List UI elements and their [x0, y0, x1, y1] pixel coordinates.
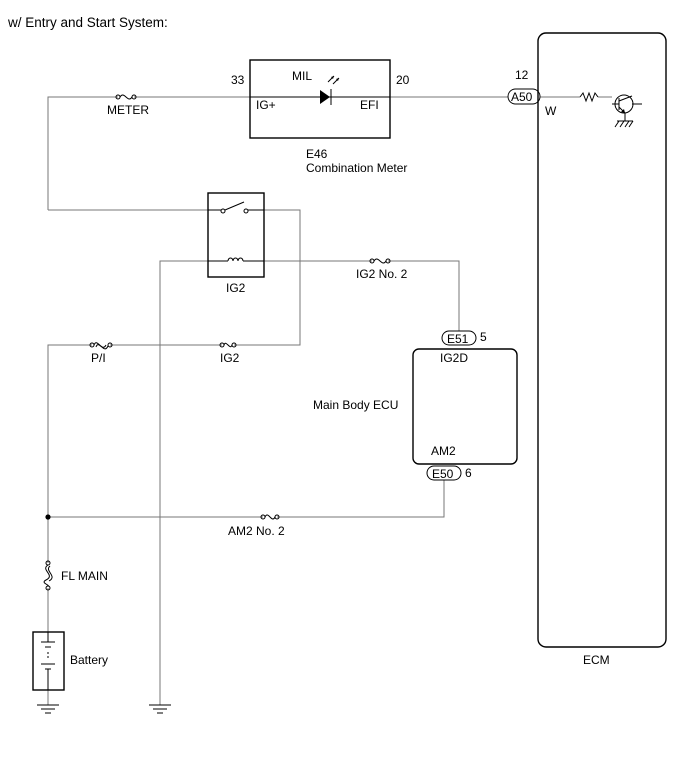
wires [47, 96, 612, 705]
am2-label: AM2 [431, 444, 456, 458]
fusible-link-fl-main: FL MAIN [43, 560, 108, 591]
fuse-ig2-no2-label: IG2 No. 2 [356, 267, 408, 281]
ground-icon-battery [37, 704, 59, 714]
ground-icon-relay [149, 704, 171, 714]
fuse-ig2-label: IG2 [220, 351, 240, 365]
meter-connector: E46 [306, 147, 328, 161]
fuse-ig2: IG2 [219, 342, 240, 365]
resistor-icon [579, 91, 599, 103]
battery: Battery [32, 631, 108, 691]
ecu-connector-e51: E51 [447, 332, 469, 346]
ecu-connector-e50: E50 [432, 467, 454, 481]
main-body-ecu-name: Main Body ECU [313, 398, 398, 412]
ecm-connector-a50: A50 [511, 90, 533, 104]
relay-label: IG2 [226, 281, 246, 295]
ecm: 12 A50 W ECM [507, 32, 667, 667]
ecm-wire-color: W [545, 104, 557, 118]
meter-pin-20: 20 [396, 73, 410, 87]
mil-led-icon [320, 75, 340, 105]
ecm-pin-12: 12 [515, 68, 529, 82]
meter-pin-33: 33 [231, 73, 245, 87]
fuse-pi-label: P/I [91, 351, 106, 365]
efi-label: EFI [360, 98, 379, 112]
ig2-relay: IG2 [207, 192, 265, 295]
fuse-am2-no2-label: AM2 No. 2 [228, 524, 285, 538]
battery-label: Battery [70, 653, 108, 667]
splice-point [45, 514, 51, 520]
ig2d-label: IG2D [440, 351, 468, 365]
main-body-ecu: E51 5 IG2D Main Body ECU AM2 E50 6 [313, 330, 518, 481]
combination-meter: 33 20 MIL IG+ EFI E46 Combination Meter [231, 59, 410, 175]
fl-main-label: FL MAIN [61, 569, 108, 583]
fuse-meter-label: METER [107, 103, 149, 117]
fuse-am2-no2: AM2 No. 2 [228, 514, 285, 538]
meter-name: Combination Meter [306, 161, 407, 175]
transistor-icon [612, 94, 642, 128]
diagram-header: w/ Entry and Start System: [7, 15, 168, 30]
fuse-meter: METER [107, 94, 149, 117]
fuse-ig2-no2: IG2 No. 2 [356, 258, 408, 281]
ig-plus-label: IG+ [256, 98, 276, 112]
fuse-pi: P/I [89, 342, 113, 365]
ecu-pin-6: 6 [465, 466, 472, 480]
ecu-pin-5: 5 [480, 330, 487, 344]
ecm-name: ECM [583, 653, 610, 667]
mil-label: MIL [292, 69, 312, 83]
